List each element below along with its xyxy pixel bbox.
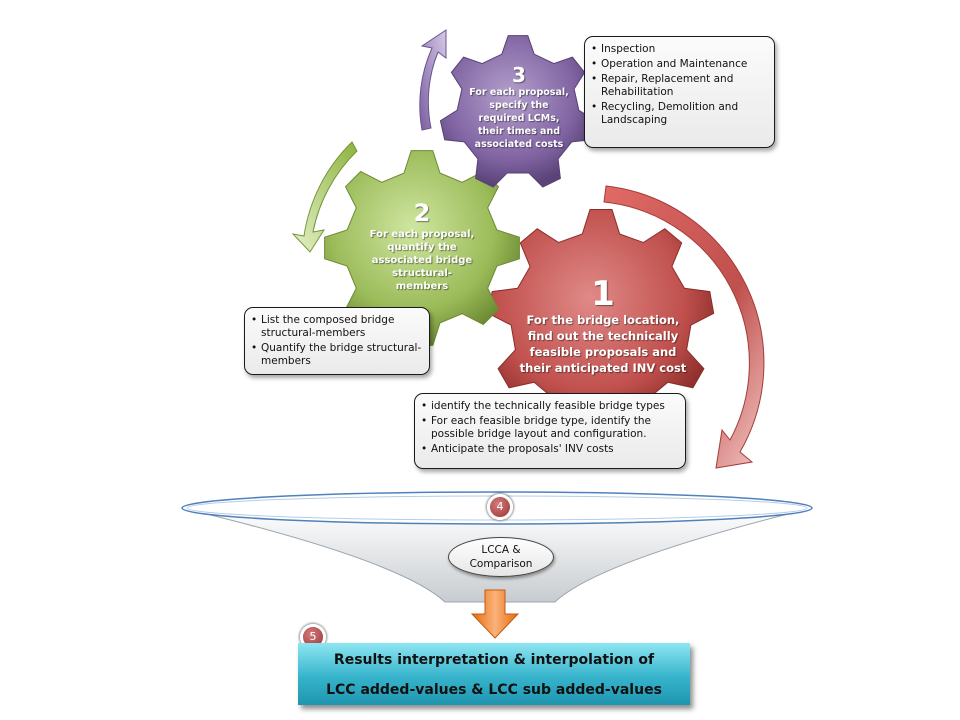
lcca-line-1: LCCA & bbox=[481, 544, 521, 556]
gear-3-note-item: Recycling, Demolition and Landscaping bbox=[591, 101, 768, 127]
gear-1-number: 1 bbox=[591, 274, 615, 314]
lcca-comparison-label: LCCA & Comparison bbox=[448, 537, 554, 577]
down-arrow bbox=[470, 589, 520, 639]
gear-3 bbox=[439, 35, 597, 188]
cycle-arrow-purple bbox=[419, 29, 447, 131]
results-box: Results interpretation & interpolation o… bbox=[298, 643, 690, 705]
cycle-arrow-red bbox=[603, 185, 765, 469]
gear-3-note-item: Operation and Maintenance bbox=[591, 58, 768, 71]
gear-1-note: identify the technically feasible bridge… bbox=[414, 393, 686, 469]
results-line-2: LCC added-values & LCC sub added-values bbox=[326, 682, 662, 698]
gear-2-note-item: List the composed bridge structural-memb… bbox=[251, 314, 423, 340]
gear-2-note: List the composed bridge structural-memb… bbox=[244, 307, 430, 375]
step-4-badge: 4 bbox=[487, 494, 513, 520]
gear-3-label: 3 For each proposal, specify the require… bbox=[466, 64, 572, 151]
gear-3-number: 3 bbox=[512, 63, 526, 87]
gear-1-text: For the bridge location, find out the te… bbox=[519, 313, 687, 375]
gear-3-note-item: Repair, Replacement and Rehabilitation bbox=[591, 73, 768, 99]
gear-2-text: For each proposal, quantify the associat… bbox=[369, 229, 475, 292]
gear-1-note-item: Anticipate the proposals' INV costs bbox=[421, 443, 679, 456]
gear-3-note-item: Inspection bbox=[591, 43, 768, 56]
gear-1-note-item: identify the technically feasible bridge… bbox=[421, 400, 679, 413]
gear-1-note-item: For each feasible bridge type, identify … bbox=[421, 415, 679, 441]
cycle-arrow-green bbox=[291, 141, 358, 253]
results-line-1: Results interpretation & interpolation o… bbox=[333, 652, 655, 668]
lcca-line-2: Comparison bbox=[469, 558, 533, 570]
gear-3-text: For each proposal, specify the required … bbox=[469, 87, 569, 150]
gear-3-note: Inspection Operation and Maintenance Rep… bbox=[584, 36, 775, 148]
gear-2-note-item: Quantify the bridge structural-members bbox=[251, 342, 423, 368]
gear-1-label: 1 For the bridge location, find out the … bbox=[518, 276, 688, 376]
gear-2-number: 2 bbox=[413, 199, 431, 227]
gear-2-label: 2 For each proposal, quantify the associ… bbox=[368, 198, 476, 293]
